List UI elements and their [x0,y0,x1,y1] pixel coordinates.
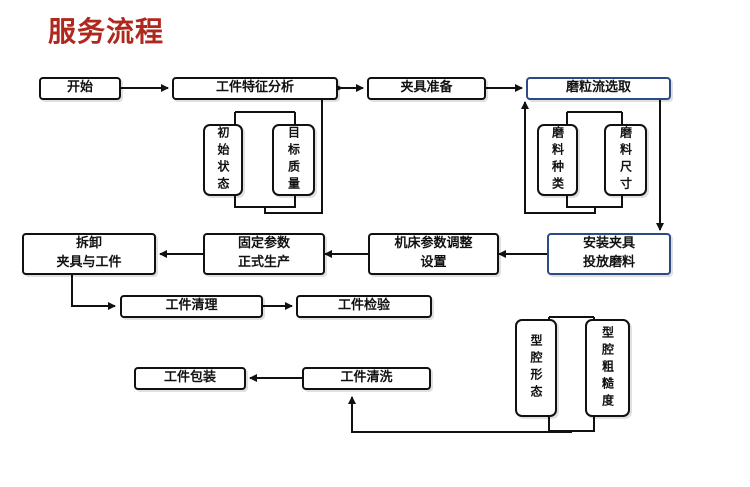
page-title: 服务流程 [48,15,165,48]
node-cleanup: 工件清理 [120,295,263,318]
node-install-fixture: 安装夹具 投放磨料 [547,233,671,275]
node-fixture-prep: 夹具准备 [367,77,486,100]
node-remove-line2: 夹具与工件 [56,255,122,270]
node-packaging-label: 工件包装 [163,370,216,386]
bracket-abrasive-top [566,112,623,124]
arrow-cavity-to-washing [351,403,572,433]
node-machine-line2: 设置 [420,255,447,270]
node-install-line2: 投放磨料 [582,255,635,270]
node-washing-label: 工件清洗 [340,370,393,386]
node-cavity-roughness: 型腔粗糙度 [585,319,630,417]
node-start: 开始 [39,77,121,100]
node-packaging: 工件包装 [134,367,246,390]
node-initial-state: 初始状态 [203,124,243,196]
node-abrasive-select-label: 磨粒流选取 [565,80,631,96]
node-abrasive-size: 磨料尺寸 [604,124,647,196]
node-fixture-prep-label: 夹具准备 [400,80,453,96]
node-abrasive-type-label: 磨料种类 [550,126,565,194]
node-cavity-shape-label: 型腔形态 [529,334,543,402]
node-target-quality-label: 目标质量 [286,126,301,194]
node-abrasive-size-label: 磨料尺寸 [618,126,633,194]
node-fixed-params: 固定参数 正式生产 [203,233,325,275]
node-machine-params: 机床参数调整 设置 [368,233,499,275]
node-start-label: 开始 [66,80,93,96]
node-inspection: 工件检验 [296,295,432,318]
node-install-line1: 安装夹具 [582,236,635,252]
node-fixed-line2: 正式生产 [237,255,290,270]
node-target-quality: 目标质量 [272,124,315,196]
node-machine-line1: 机床参数调整 [394,236,473,252]
node-initial-state-label: 初始状态 [216,126,230,194]
feedback-abrasive [524,103,596,214]
bracket-analysis-bottom [234,196,296,208]
node-feature-analysis-label: 工件特征分析 [215,80,294,96]
node-remove-line1: 拆卸 [75,236,102,252]
node-inspection-label: 工件检验 [337,298,390,314]
node-cleanup-label: 工件清理 [165,298,218,314]
node-abrasive-select: 磨粒流选取 [526,77,671,100]
node-fixed-line1: 固定参数 [237,236,290,252]
node-cavity-roughness-label: 型腔粗糙度 [600,325,615,411]
node-feature-analysis: 工件特征分析 [172,77,338,100]
bracket-abrasive-bottom [566,196,623,208]
bracket-analysis-top [234,112,296,124]
node-abrasive-type: 磨料种类 [537,124,578,196]
node-cavity-shape: 型腔形态 [515,319,557,417]
arrow-remove-to-cleanup [71,275,116,310]
node-remove: 拆卸 夹具与工件 [22,233,156,275]
node-washing: 工件清洗 [302,367,431,390]
